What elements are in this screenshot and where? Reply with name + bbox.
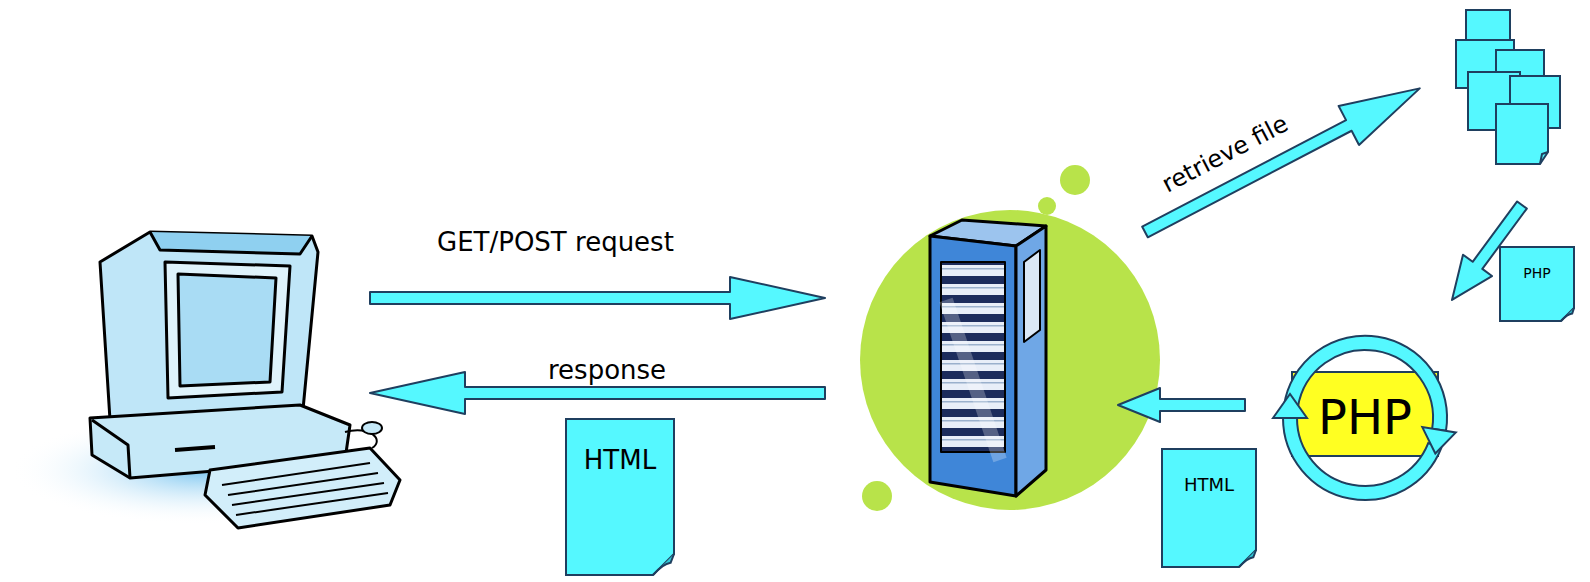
document-outline [566, 419, 674, 575]
php-engine: PHP [1275, 335, 1455, 501]
cycle-arrowhead [1422, 427, 1456, 453]
node-text: HTML [1161, 475, 1257, 495]
document-shape [565, 418, 675, 576]
cycle-arrowhead [1273, 394, 1307, 418]
document-outline [1162, 449, 1256, 567]
node-text: HTML [565, 446, 675, 475]
document-shape [1161, 448, 1257, 568]
node-text: PHP [1499, 266, 1575, 281]
php-file: PHP [1499, 246, 1575, 322]
client-computer [10, 232, 400, 528]
document-fold [1239, 550, 1256, 567]
flow-arrows [370, 69, 1536, 422]
html-document: HTML [565, 418, 675, 576]
web-server [860, 165, 1160, 511]
document-shape [1499, 246, 1575, 322]
document-outline [1500, 247, 1574, 321]
document-fold [1561, 308, 1574, 321]
arrow-label: GET/POST request [437, 228, 674, 257]
html-document: HTML [1161, 448, 1257, 568]
file-stack [1456, 10, 1560, 164]
document-fold [653, 554, 674, 575]
arrow-label: response [548, 356, 666, 385]
node-text: PHP [1275, 389, 1455, 447]
